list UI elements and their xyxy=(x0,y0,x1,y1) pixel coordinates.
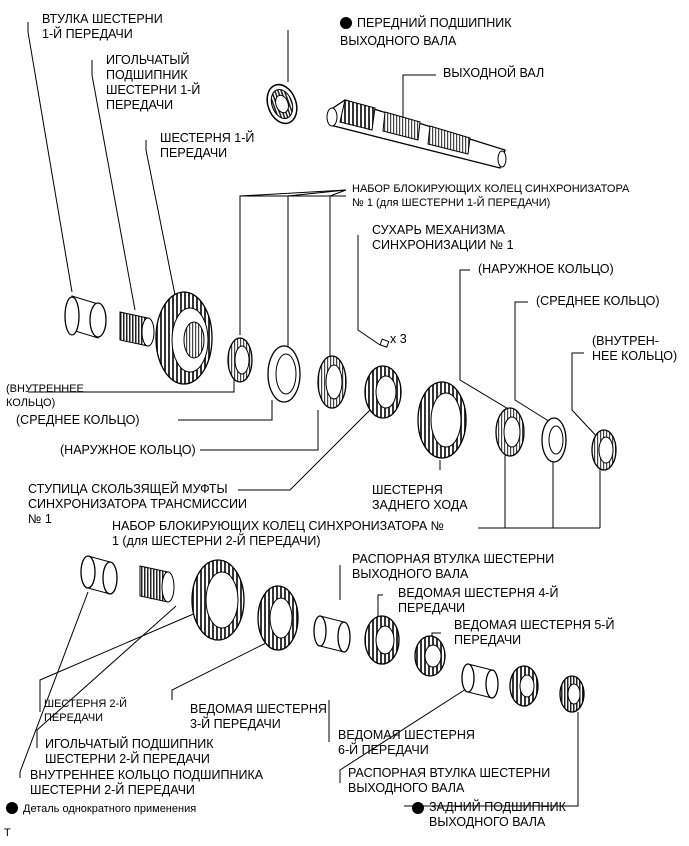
label-fourth-driven-gear: ВЕДОМАЯ ШЕСТЕРНЯ 4-Й ПЕРЕДАЧИ xyxy=(398,586,559,615)
sixth-driven-gear xyxy=(509,665,539,707)
label-rear-bearing: ЗАДНИЙ ПОДШИПНИК ВЫХОДНОГО ВАЛА xyxy=(429,800,566,829)
third-driven-gear xyxy=(257,585,299,651)
label-front-bearing: ПЕРЕДНИЙ ПОДШИПНИК ВЫХОДНОГО ВАЛА xyxy=(340,16,512,48)
spacer-top xyxy=(313,615,351,653)
label-middle-ring-left: (СРЕДНЕЕ КОЛЬЦО) xyxy=(16,413,140,427)
inner-ring-1 xyxy=(227,337,253,383)
inner-ring-2 xyxy=(591,429,617,471)
first-gear-needle-bearing xyxy=(119,311,155,347)
second-gear-needle-bearing xyxy=(139,565,175,603)
label-synchro-key: СУХАРЬ МЕХАНИЗМА СИНХРОНИЗАЦИИ № 1 xyxy=(372,223,514,252)
legend-text: Деталь однократного применения xyxy=(23,803,197,815)
second-gear xyxy=(191,559,245,641)
label-hub-sleeve: СТУПИЦА СКОЛЬЗЯЩЕЙ МУФТЫ СИНХРОНИЗАТОРА … xyxy=(28,482,248,526)
outer-ring-1 xyxy=(317,355,347,409)
label-inner-ring-right: (ВНУТРЕН- НЕЕ КОЛЬЦО) xyxy=(592,334,678,363)
output-shaft xyxy=(326,99,507,169)
rear-bearing xyxy=(559,675,585,713)
fifth-driven-gear xyxy=(414,635,446,677)
label-output-shaft: ВЫХОДНОЙ ВАЛ xyxy=(443,66,545,80)
label-second-gear-needle-bearing: ИГОЛЬЧАТЫЙ ПОДШИПНИК ШЕСТЕРНИ 2-Й ПЕРЕДА… xyxy=(45,737,214,766)
label-first-gear-bushing: ВТУЛКА ШЕСТЕРНИ 1-Й ПЕРЕДАЧИ xyxy=(42,12,163,41)
label-synchro-ring-set-2: НАБОР БЛОКИРУЮЩИХ КОЛЕЦ СИНХРОНИЗАТОРА №… xyxy=(112,519,445,548)
first-gear xyxy=(155,291,213,385)
fourth-driven-gear xyxy=(364,615,400,665)
synchro-key xyxy=(379,338,390,348)
label-spacer-top: РАСПОРНАЯ ВТУЛКА ШЕСТЕРНИ ВЫХОДНОГО ВАЛА xyxy=(352,552,555,581)
hub-sleeve xyxy=(364,365,402,419)
single-use-marker-icon xyxy=(340,17,352,29)
single-use-marker-icon xyxy=(412,802,424,814)
middle-ring-2 xyxy=(541,417,567,463)
label-bearing-inner-race: ВНУТРЕННЕЕ КОЛЬЦО ПОДШИПНИКА ШЕСТЕРНИ 2-… xyxy=(30,768,264,797)
label-first-gear-needle-bearing: ИГОЛЬЧАТЫЙ ПОДШИПНИК ШЕСТЕРНИ 1-Й ПЕРЕДА… xyxy=(106,53,201,112)
bearing-inner-race xyxy=(80,555,118,595)
label-first-gear: ШЕСТЕРНЯ 1-Й ПЕРЕДАЧИ xyxy=(160,131,255,160)
front-bearing xyxy=(266,83,298,125)
label-fifth-driven-gear: ВЕДОМАЯ ШЕСТЕРНЯ 5-Й ПЕРЕДАЧИ xyxy=(454,618,615,647)
single-use-marker-icon xyxy=(6,802,18,814)
front-bearing-callout: ПЕРЕДНИЙ ПОДШИПНИК ВЫХОДНОГО ВАЛА xyxy=(340,14,512,50)
spacer-bottom xyxy=(461,663,499,699)
label-outer-ring-left: (НАРУЖНОЕ КОЛЬЦО) xyxy=(60,443,196,457)
first-gear-bushing xyxy=(64,295,107,339)
label-middle-ring-right: (СРЕДНЕЕ КОЛЬЦО) xyxy=(536,294,660,308)
reverse-gear xyxy=(417,381,467,459)
label-spacer-bottom: РАСПОРНАЯ ВТУЛКА ШЕСТЕРНИ ВЫХОДНОГО ВАЛА xyxy=(348,766,551,795)
middle-ring-1 xyxy=(267,345,301,403)
label-inner-ring-left: (ВНУТРЕННЕЕ КОЛЬЦО) xyxy=(6,383,84,409)
label-outer-ring-right: (НАРУЖНОЕ КОЛЬЦО) xyxy=(478,262,614,276)
label-synchro-ring-set-1: НАБОР БЛОКИРУЮЩИХ КОЛЕЦ СИНХРОНИЗАТОРА №… xyxy=(352,183,630,209)
label-sixth-driven-gear: ВЕДОМАЯ ШЕСТЕРНЯ 6-Й ПЕРЕДАЧИ xyxy=(338,728,475,757)
label-third-driven-gear: ВЕДОМАЯ ШЕСТЕРНЯ 3-Й ПЕРЕДАЧИ xyxy=(190,702,327,731)
corner-mark: T xyxy=(4,827,11,839)
label-second-gear: ШЕСТЕРНЯ 2-Й ПЕРЕДАЧИ xyxy=(44,698,128,724)
label-qty-x3: x 3 xyxy=(390,332,407,346)
legend: Деталь однократного применения xyxy=(6,799,196,817)
label-reverse-gear: ШЕСТЕРНЯ ЗАДНЕГО ХОДА xyxy=(372,483,468,512)
outer-ring-2 xyxy=(495,407,525,457)
